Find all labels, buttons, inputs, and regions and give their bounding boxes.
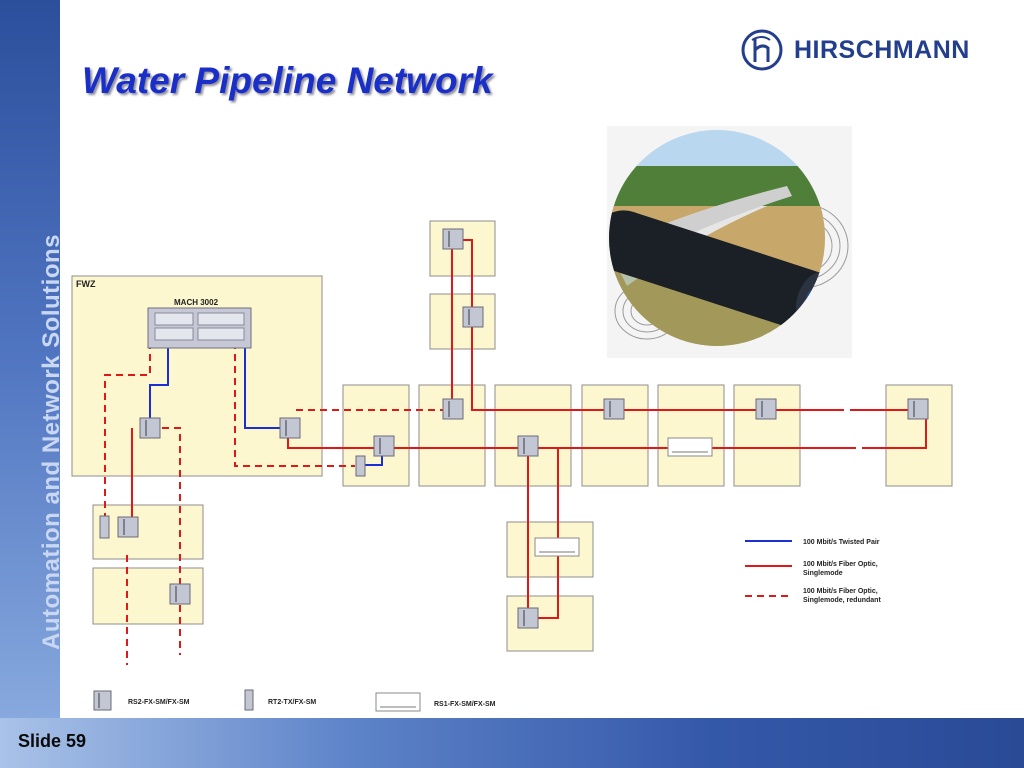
switch-icon bbox=[93, 690, 112, 711]
device-key-rs2: RS2-FX-SM/FX-SM bbox=[128, 699, 190, 706]
brand-name: HIRSCHMANN bbox=[794, 36, 970, 64]
switch-icon bbox=[117, 516, 139, 538]
transceiver-icon bbox=[99, 515, 110, 539]
legend-fiber-line1: 100 Mbit/s Fiber Optic, bbox=[803, 561, 878, 568]
device-key-rs1: RS1-FX-SM/FX-SM bbox=[434, 701, 496, 708]
switch-icon bbox=[907, 398, 929, 420]
switch-icon bbox=[442, 228, 464, 250]
switch-icon bbox=[755, 398, 777, 420]
footer-bar bbox=[0, 718, 1024, 768]
switch-icon bbox=[279, 417, 301, 439]
rail-switch-icon bbox=[375, 692, 421, 712]
transceiver-icon bbox=[355, 455, 366, 477]
switch-icon bbox=[373, 435, 395, 457]
switch-icon bbox=[603, 398, 625, 420]
rail-switch-icon bbox=[534, 537, 580, 557]
hirschmann-logo: HIRSCHMANN bbox=[740, 28, 1010, 72]
rail-switch-icon bbox=[667, 437, 713, 457]
device-key: RS2-FX-SM/FX-SM RT2-TX/FX-SM RS1-FX-SM/F… bbox=[93, 689, 496, 712]
switch-icon bbox=[442, 398, 464, 420]
legend-twisted-pair: 100 Mbit/s Twisted Pair bbox=[803, 539, 880, 546]
switch-icon bbox=[169, 583, 191, 605]
line-legend: 100 Mbit/s Twisted Pair 100 Mbit/s Fiber… bbox=[745, 539, 881, 604]
transceiver-icon bbox=[244, 689, 254, 711]
switch-icon bbox=[517, 607, 539, 629]
devices bbox=[99, 228, 929, 629]
zone-label: FWZ bbox=[76, 279, 96, 289]
station-boxes bbox=[71, 220, 953, 652]
chassis-label: MACH 3002 bbox=[174, 298, 219, 307]
hirschmann-h-icon bbox=[741, 29, 783, 71]
device-key-rt2: RT2-TX/FX-SM bbox=[268, 699, 316, 706]
fiber-redundant-links bbox=[104, 342, 870, 665]
legend-redundant-line1: 100 Mbit/s Fiber Optic, bbox=[803, 588, 878, 595]
switch-icon bbox=[517, 435, 539, 457]
switch-icon bbox=[139, 417, 161, 439]
legend-redundant-line2: Singlemode, redundant bbox=[803, 597, 881, 604]
mach-3002-chassis bbox=[147, 307, 252, 349]
switch-icon bbox=[462, 306, 484, 328]
pipeline-photo bbox=[607, 126, 852, 358]
slide-number: Slide 59 bbox=[18, 731, 87, 751]
station-box bbox=[657, 384, 725, 487]
slide-title: Water Pipeline Network bbox=[82, 60, 493, 101]
station-box bbox=[92, 504, 204, 560]
fiber-links bbox=[131, 239, 927, 619]
sidebar-band: Automation and Network Solutions bbox=[0, 0, 65, 768]
legend-fiber-line2: Singlemode bbox=[803, 570, 843, 577]
